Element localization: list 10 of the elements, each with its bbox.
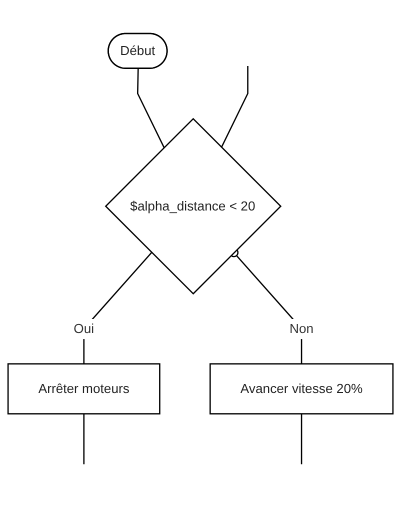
node-box: Avancer vitesse 20% — [210, 363, 394, 414]
node-diamond: $alpha_distance < 20 — [104, 118, 282, 295]
edge-label: Oui — [74, 320, 94, 336]
node-box: Arrêter moteurs — [7, 363, 160, 414]
edge-label: Non — [290, 320, 314, 336]
connector — [83, 414, 85, 464]
connector — [220, 66, 248, 148]
connector — [83, 252, 152, 364]
connector — [300, 414, 302, 464]
connector — [137, 68, 165, 148]
